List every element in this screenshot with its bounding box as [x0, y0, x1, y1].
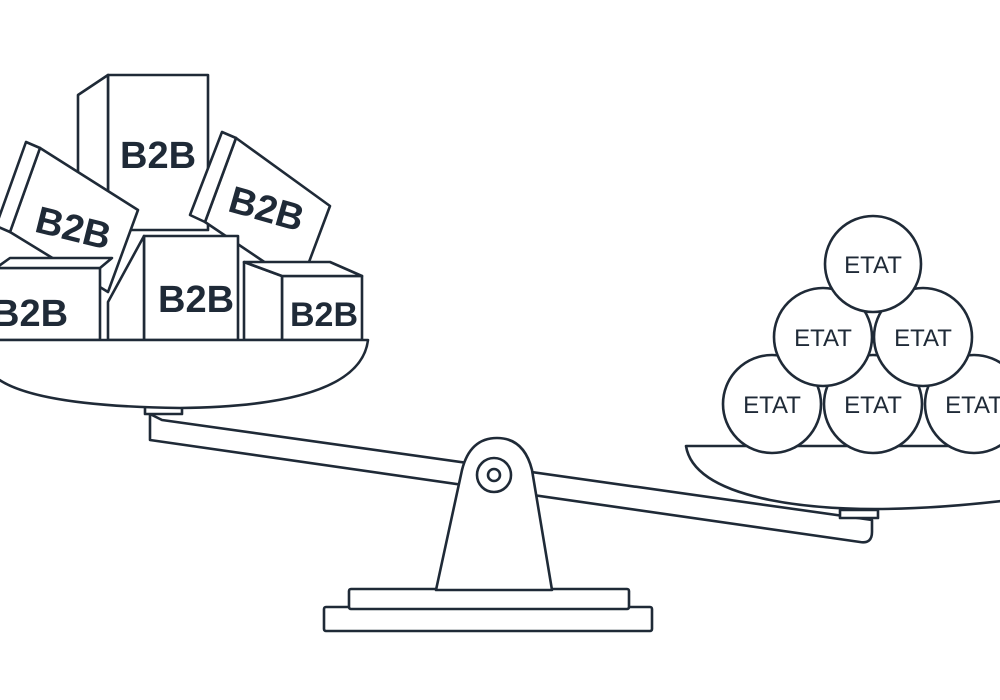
- right-pan-group: ETAT ETAT ETAT ETAT ETAT ETAT: [684, 214, 1000, 511]
- b2b-box-label: B2B: [290, 296, 358, 334]
- b2b-box: B2B: [0, 256, 114, 342]
- etat-ball-label: ETAT: [844, 392, 902, 419]
- b2b-box: B2B: [242, 260, 364, 342]
- b2b-box: B2B: [0, 140, 140, 294]
- etat-ball-label: ETAT: [794, 325, 852, 352]
- etat-ball-label: ETAT: [844, 252, 902, 279]
- b2b-box: B2B: [106, 234, 240, 342]
- etat-ball-label: ETAT: [894, 325, 952, 352]
- etat-ball: ETAT: [772, 286, 874, 388]
- etat-ball: ETAT: [823, 214, 923, 314]
- b2b-box: B2B: [188, 130, 332, 288]
- etat-ball: ETAT: [872, 286, 974, 388]
- b2b-box-label: B2B: [120, 135, 196, 177]
- b2b-box-label: B2B: [0, 293, 68, 335]
- etat-ball-label: ETAT: [945, 392, 1000, 419]
- etat-ball-label: ETAT: [743, 392, 801, 419]
- scale-base: [322, 587, 654, 633]
- left-pan-group: B2B B2B B2B B2B B2B: [0, 73, 370, 410]
- left-pan: [0, 338, 370, 410]
- b2b-box-label: B2B: [158, 279, 234, 321]
- scale-fulcrum: [434, 436, 554, 592]
- right-pan: [684, 444, 1000, 511]
